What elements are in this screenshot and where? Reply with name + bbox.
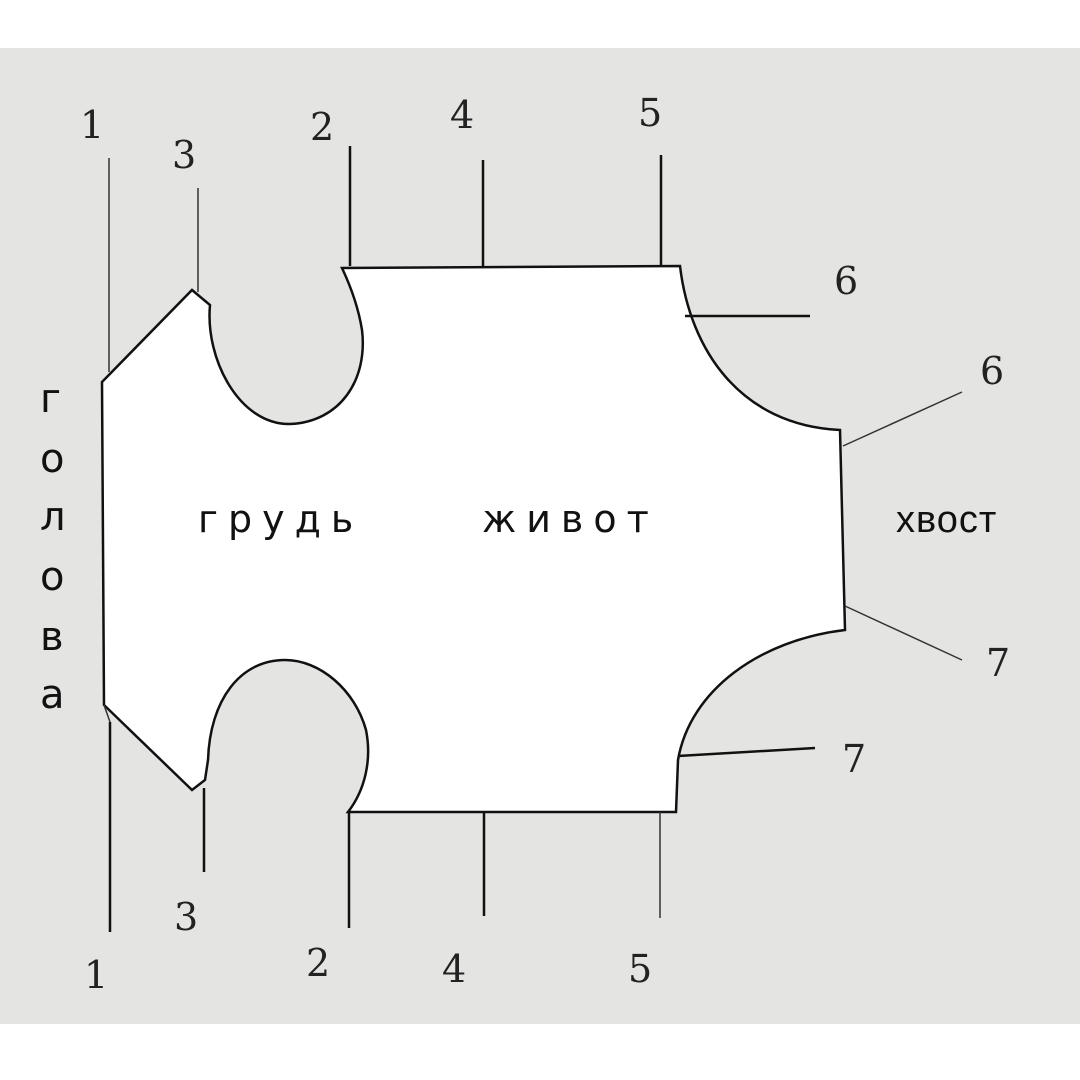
head-letter: л bbox=[40, 494, 66, 540]
head-letter: о bbox=[40, 554, 64, 600]
label-3-bottom: 3 bbox=[174, 895, 198, 939]
label-4-bottom: 4 bbox=[442, 947, 466, 991]
head-letter: а bbox=[40, 672, 65, 718]
label-6-upper: 6 bbox=[834, 259, 858, 303]
pointer-1-bottom-join bbox=[103, 704, 111, 723]
label-7-lower: 7 bbox=[842, 737, 866, 781]
label-5-top: 5 bbox=[638, 91, 662, 135]
label-4-top: 4 bbox=[450, 93, 474, 137]
head-letter: в bbox=[40, 614, 64, 660]
pointer-7-upper bbox=[844, 605, 963, 661]
label-7-upper: 7 bbox=[986, 641, 1010, 685]
label-1-top: 1 bbox=[80, 103, 104, 147]
label-6-lower: 6 bbox=[980, 349, 1004, 393]
pointer-6-lower bbox=[842, 391, 963, 447]
label-1-bottom: 1 bbox=[84, 953, 108, 997]
label-5-bottom: 5 bbox=[628, 947, 652, 991]
region-label-thorax: грудь bbox=[198, 497, 363, 541]
region-label-tail: хвост bbox=[896, 499, 997, 541]
body-outline bbox=[100, 264, 847, 814]
label-2-bottom: 2 bbox=[306, 941, 330, 985]
label-2-top: 2 bbox=[310, 105, 334, 149]
region-label-abdomen: живот bbox=[482, 497, 659, 541]
pointer-7-lower bbox=[677, 746, 816, 758]
head-letter: о bbox=[40, 436, 64, 482]
head-letter: г bbox=[40, 376, 61, 422]
region-label-head: г о л о в а bbox=[40, 376, 66, 718]
label-3-top: 3 bbox=[172, 133, 196, 177]
